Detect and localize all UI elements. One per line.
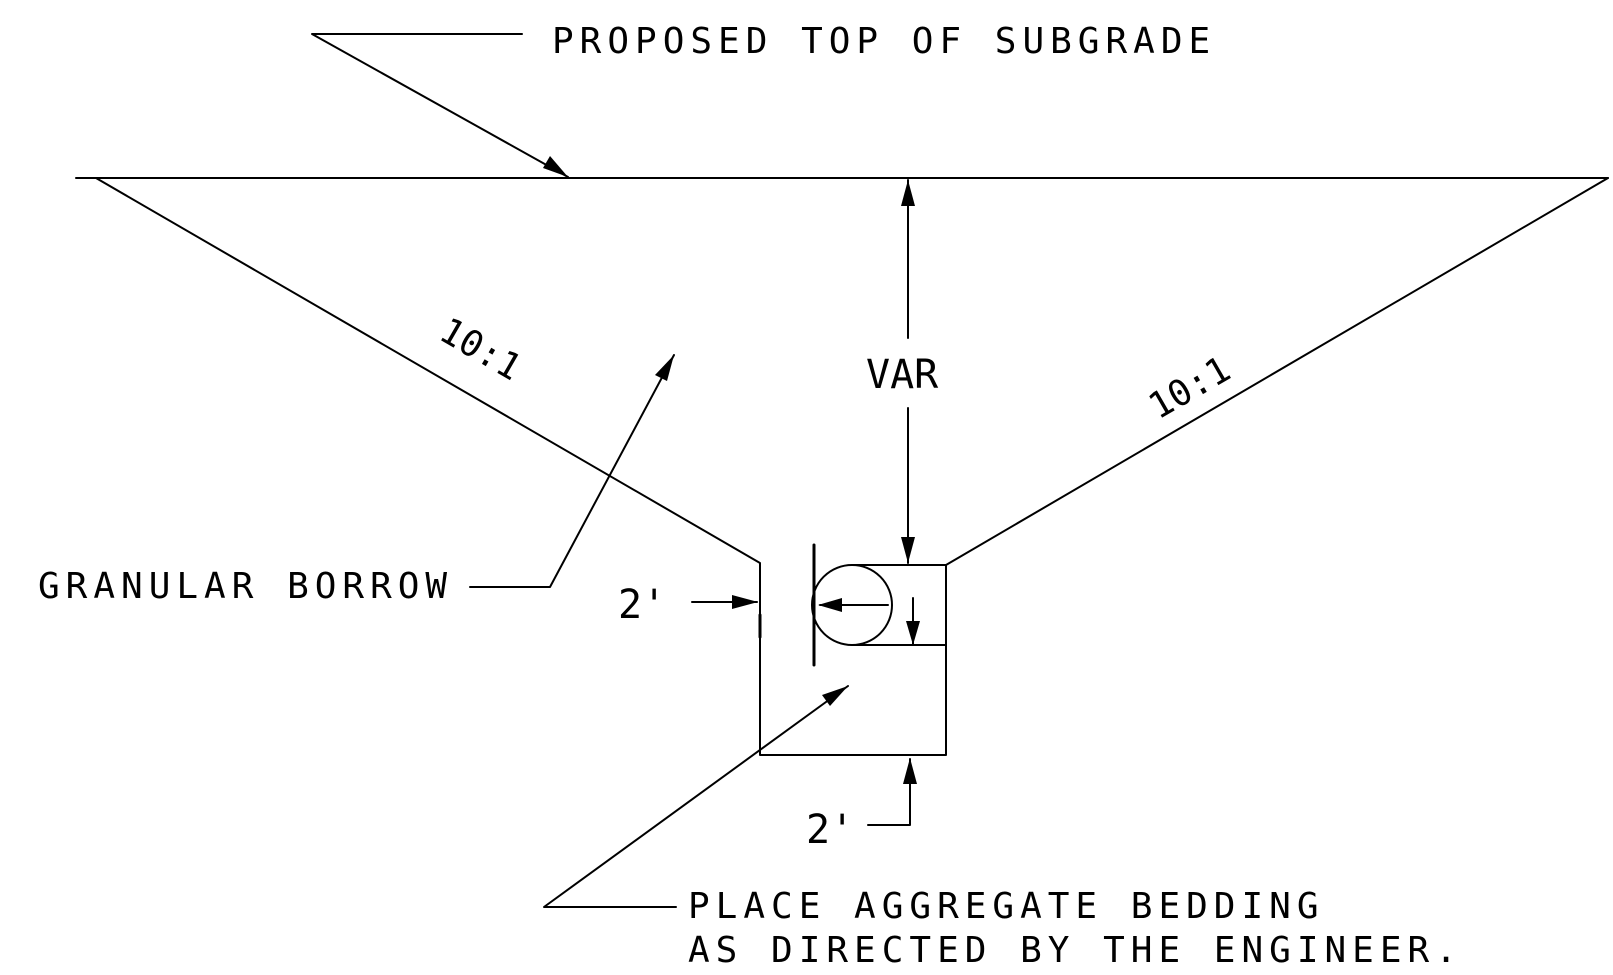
side-clearance-label: 2' bbox=[618, 582, 666, 628]
pipe-circle bbox=[811, 564, 893, 646]
pipe-box-dim-arrow bbox=[906, 621, 920, 645]
granular-borrow-leader bbox=[469, 354, 675, 588]
slope-right-label: 10:1 bbox=[1142, 349, 1238, 428]
bedding-leader bbox=[543, 685, 849, 908]
var-dim-arrow-bottom bbox=[901, 537, 915, 563]
pipe-dim-arrow bbox=[818, 598, 842, 612]
bedding-label-line-1: PLACE AGGREGATE BEDDING bbox=[688, 886, 1325, 927]
trench-outline bbox=[95, 177, 1609, 756]
bottom-dim-leader bbox=[867, 758, 911, 826]
subgrade-leader bbox=[311, 33, 569, 178]
var-label: VAR bbox=[866, 352, 939, 398]
bedding-label-line-2: AS DIRECTED BY THE ENGINEER. bbox=[688, 930, 1463, 971]
bottom-dim-arrow bbox=[903, 758, 917, 784]
granular-borrow-label: GRANULAR BORROW bbox=[38, 566, 453, 607]
slope-left-label: 10:1 bbox=[433, 310, 529, 389]
granular-borrow-arrow bbox=[655, 355, 674, 381]
side-dim-arrow bbox=[732, 595, 758, 609]
subgrade-leader-arrow bbox=[543, 156, 568, 177]
bottom-clearance-label: 2' bbox=[806, 807, 854, 853]
bedding-leader-arrow bbox=[822, 686, 848, 706]
subgrade-label: PROPOSED TOP OF SUBGRADE bbox=[552, 21, 1216, 62]
var-dim-arrow-top bbox=[901, 180, 915, 206]
